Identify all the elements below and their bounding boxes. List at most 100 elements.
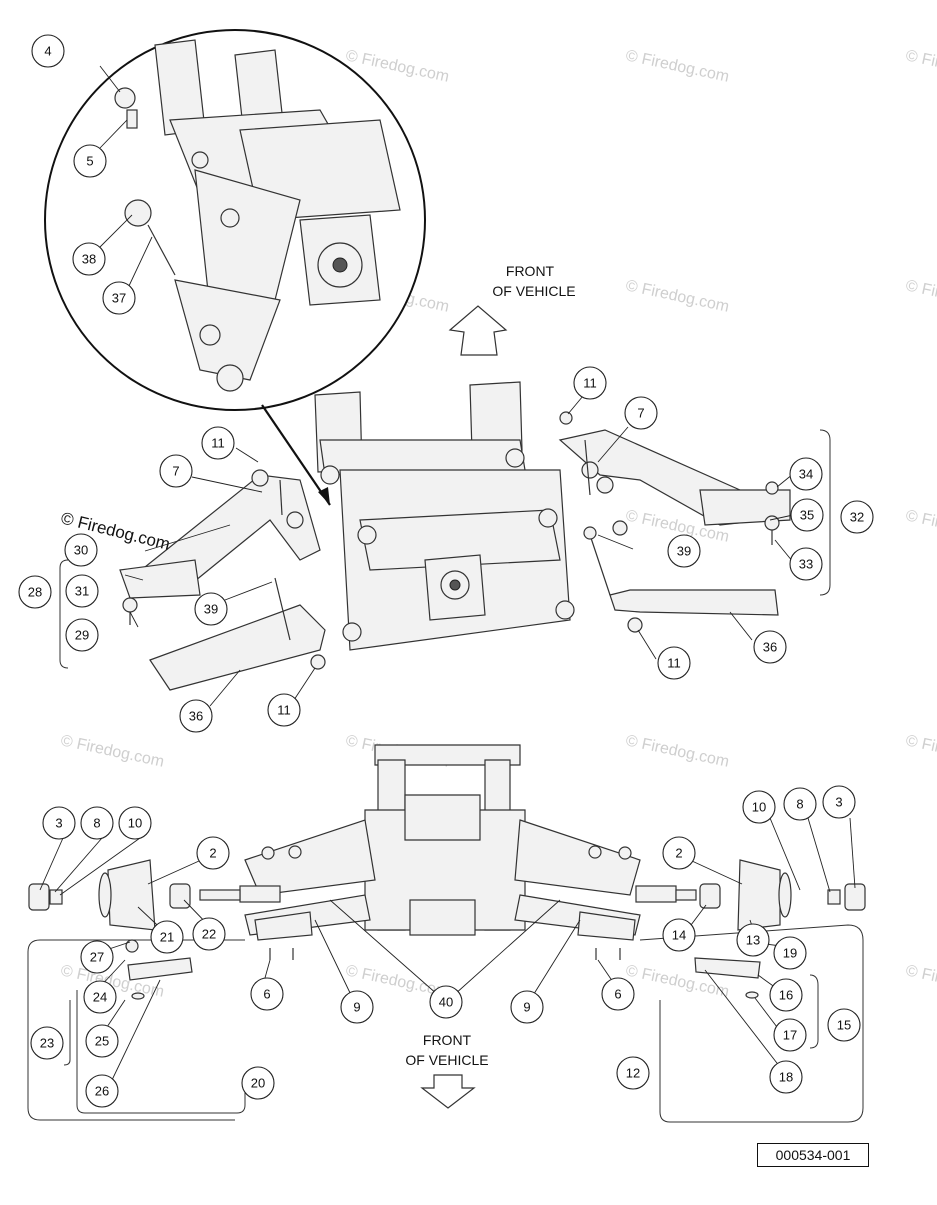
callout-14: 14	[662, 918, 696, 952]
pivot-bushing	[555, 600, 575, 620]
watermark-text: © Firedog.com	[904, 732, 937, 770]
callout-10: 10	[742, 790, 776, 824]
callout-7: 7	[624, 396, 658, 430]
svg-text:11: 11	[583, 376, 597, 391]
callout-17: 17	[773, 1018, 807, 1052]
nut-part	[627, 617, 643, 633]
axle-boot-left	[239, 885, 281, 903]
callout-10: 10	[118, 806, 152, 840]
front-suspension-assembly	[119, 381, 791, 691]
bracket-outline-left	[27, 939, 245, 1121]
svg-text:38: 38	[82, 252, 96, 267]
svg-text:39: 39	[204, 602, 218, 617]
svg-text:11: 11	[277, 703, 291, 718]
steering-housing	[404, 794, 481, 841]
callout-24: 24	[83, 980, 117, 1014]
svg-text:3: 3	[835, 795, 842, 810]
nut-part	[49, 889, 63, 905]
callout-21: 21	[150, 920, 184, 954]
bolt-part	[589, 534, 611, 596]
bracket-outline-right	[639, 924, 864, 1123]
bushing-part	[216, 364, 244, 392]
bolt-part	[274, 577, 291, 641]
bushing-part	[124, 199, 152, 227]
bushing-part	[581, 461, 599, 479]
svg-text:11: 11	[211, 436, 225, 451]
svg-text:36: 36	[763, 640, 777, 655]
svg-text:25: 25	[95, 1034, 109, 1049]
lower-arm-bracket-right	[577, 911, 636, 941]
svg-text:6: 6	[614, 987, 621, 1002]
svg-text:13: 13	[746, 933, 760, 948]
callout-37: 37	[102, 281, 136, 315]
svg-text:14: 14	[672, 928, 686, 943]
bushing-part	[588, 845, 602, 859]
watermark-text: © Firedog.com	[904, 277, 937, 315]
svg-text:32: 32	[850, 510, 864, 525]
svg-text:7: 7	[637, 406, 644, 421]
callout-7: 7	[159, 454, 193, 488]
svg-text:20: 20	[251, 1076, 265, 1091]
callout-2: 2	[662, 836, 696, 870]
svg-text:12: 12	[626, 1066, 640, 1081]
brace-28	[59, 559, 69, 669]
washer-part	[745, 991, 759, 999]
front-label-line1: FRONT	[423, 1032, 472, 1048]
svg-text:28: 28	[28, 585, 42, 600]
steering-gear	[409, 899, 476, 936]
callout-11: 11	[267, 693, 301, 727]
callout-8: 8	[80, 806, 114, 840]
svg-text:2: 2	[209, 846, 216, 861]
svg-text:7: 7	[172, 464, 179, 479]
svg-text:36: 36	[189, 709, 203, 724]
bushing-part	[251, 469, 269, 487]
callout-23: 23	[30, 1026, 64, 1060]
pivot-bushing	[342, 622, 362, 642]
svg-text:10: 10	[752, 800, 766, 815]
callout-31: 31	[65, 574, 99, 608]
front-label-line2: OF VEHICLE	[405, 1052, 488, 1068]
svg-text:26: 26	[95, 1084, 109, 1099]
frame-top-bar	[374, 744, 521, 766]
callout-36: 36	[753, 630, 787, 664]
callout-22: 22	[192, 917, 226, 951]
watermark-text: © Firedog.com	[624, 47, 730, 85]
upper-a-arm-left	[244, 819, 376, 896]
callout-38: 38	[72, 242, 106, 276]
brace-15	[809, 974, 819, 1049]
leader-lines-top	[96, 65, 794, 707]
bottom-suspension-assembly	[28, 744, 866, 1000]
svg-text:6: 6	[263, 987, 270, 1002]
brace-23	[63, 1000, 71, 1066]
lower-control-arm-left	[149, 604, 326, 691]
svg-text:8: 8	[796, 797, 803, 812]
callout-12: 12	[616, 1056, 650, 1090]
bushing-part	[286, 511, 304, 529]
svg-text:9: 9	[523, 1000, 530, 1015]
svg-text:40: 40	[439, 995, 453, 1010]
svg-text:19: 19	[783, 946, 797, 961]
callout-19: 19	[773, 936, 807, 970]
svg-text:8: 8	[93, 816, 100, 831]
lower-arm-detail	[174, 279, 281, 381]
watermark-text: © Firedog.com	[904, 962, 937, 1000]
tie-rod-right	[694, 957, 761, 979]
lower-control-arm-right	[609, 589, 779, 616]
bushing-part	[199, 324, 221, 346]
callout-6: 6	[250, 977, 284, 1011]
front-arrow-down-icon	[420, 1074, 476, 1109]
svg-text:30: 30	[74, 543, 88, 558]
dust-cap-left	[28, 883, 50, 911]
steering-shaft-hub	[449, 579, 461, 591]
nut-part	[122, 597, 138, 613]
svg-text:23: 23	[40, 1036, 54, 1051]
callout-25: 25	[85, 1024, 119, 1058]
svg-text:3: 3	[55, 816, 62, 831]
svg-text:5: 5	[86, 154, 93, 169]
pivot-bushing	[320, 465, 340, 485]
callout-18: 18	[769, 1060, 803, 1094]
sleeve-part	[147, 224, 176, 276]
front-label-line2: OF VEHICLE	[492, 283, 575, 299]
